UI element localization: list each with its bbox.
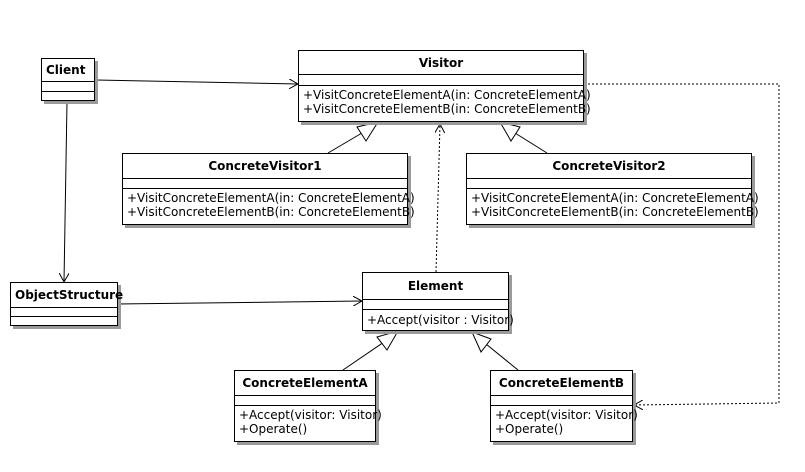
operation: +VisitConcreteElementB(in: ConcreteEleme… [127,205,415,219]
class-attributes [299,75,583,86]
generalization-concretevisitor1-visitor [327,121,380,154]
class-element: Element +Accept(visitor : Visitor) [362,272,514,331]
class-name: ConcreteVisitor1 [123,154,407,179]
operation: +VisitConcreteElementA(in: ConcreteEleme… [471,191,759,205]
class-name: Element [363,273,508,300]
class-name: ConcreteVisitor2 [467,154,751,179]
class-name: Client [42,59,94,82]
class-name: ConcreteElementA [235,371,375,396]
class-attributes [491,396,632,406]
class-name: ObjectStructure [11,283,123,308]
dependency-visitor-concreteelementb [584,83,780,405]
association-objectstructure-element [117,301,362,304]
class-attributes [467,179,751,189]
class-concrete-element-b: ConcreteElementB +Accept(visitor: Visito… [490,370,638,442]
operation: +Operate() [495,422,564,436]
operation: +VisitConcreteElementB(in: ConcreteEleme… [303,102,591,116]
class-name: Visitor [299,51,583,75]
class-operations: +Accept(visitor: Visitor) +Operate() [491,406,638,436]
class-attributes [11,308,117,317]
class-operations [11,317,117,325]
class-attributes [363,300,508,310]
class-operations: +VisitConcreteElementA(in: ConcreteEleme… [123,189,415,219]
operation: +Accept(visitor : Visitor) [367,313,514,327]
class-name: ConcreteElementB [491,371,632,396]
class-attributes [42,82,94,92]
dependency-element-visitor [436,124,440,273]
association-client-visitor [95,80,298,84]
class-operations: +VisitConcreteElementA(in: ConcreteEleme… [467,189,759,219]
operation: +Operate() [239,422,308,436]
class-concrete-visitor2: ConcreteVisitor2 +VisitConcreteElementA(… [466,153,759,225]
class-concrete-element-a: ConcreteElementA +Accept(visitor: Visito… [234,370,382,442]
class-concrete-visitor1: ConcreteVisitor1 +VisitConcreteElementA(… [122,153,415,225]
class-attributes [235,396,375,406]
operation: +Accept(visitor: Visitor) [239,408,382,422]
class-operations: +Accept(visitor : Visitor) [363,310,514,327]
class-visitor: Visitor +VisitConcreteElementA(in: Concr… [298,50,591,122]
class-operations [42,92,94,100]
generalization-concretevisitor2-visitor [498,121,548,154]
class-client: Client [41,58,95,101]
class-attributes [123,179,407,189]
operation: +VisitConcreteElementA(in: ConcreteEleme… [303,88,591,102]
class-operations: +VisitConcreteElementA(in: ConcreteEleme… [299,86,591,116]
operation: +VisitConcreteElementB(in: ConcreteEleme… [471,205,759,219]
operation: +VisitConcreteElementA(in: ConcreteEleme… [127,191,415,205]
class-operations: +Accept(visitor: Visitor) +Operate() [235,406,382,436]
association-client-objectstructure [64,101,67,282]
generalization-concreteelementa-element [342,330,400,371]
generalization-concreteelementb-element [471,331,519,371]
class-object-structure: ObjectStructure [10,282,123,326]
operation: +Accept(visitor: Visitor) [495,408,638,422]
